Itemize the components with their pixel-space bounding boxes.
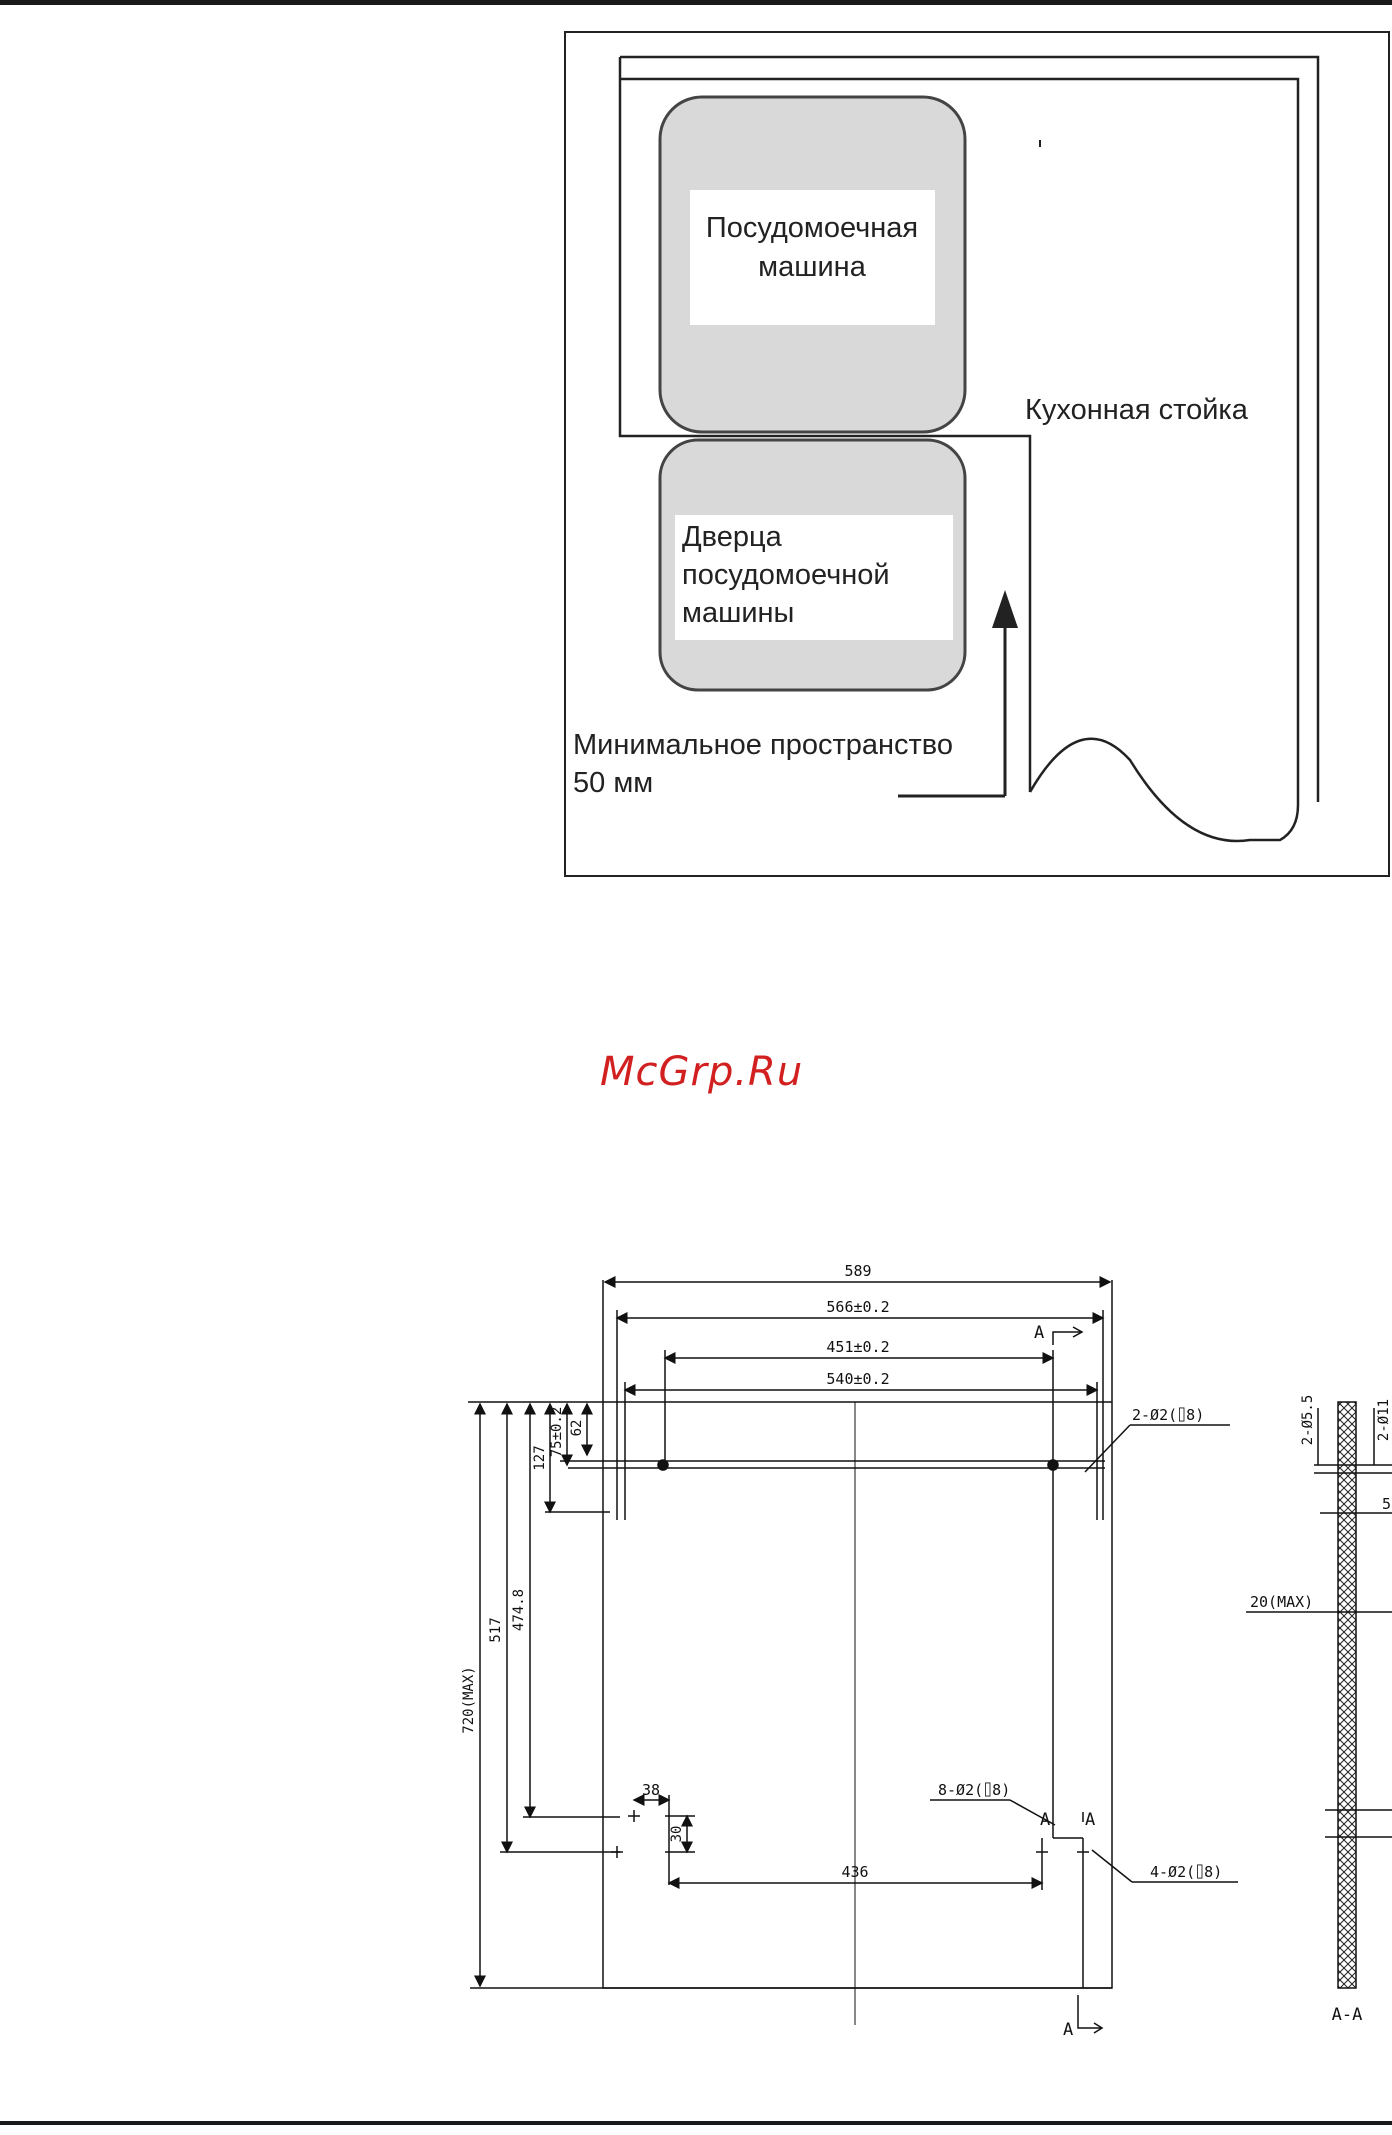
section-a-left: A xyxy=(1040,1810,1050,1830)
section-arrow-bottom xyxy=(1078,1995,1102,2028)
dim-720-label: 720(MAX) xyxy=(461,1666,477,1733)
section-aa-label: A-A xyxy=(1332,2005,1363,2025)
dim-436-label: 436 xyxy=(841,1863,868,1881)
technical-drawing xyxy=(468,1280,1392,2033)
side-5-label: 5 xyxy=(1382,1495,1391,1513)
bottom-rule xyxy=(0,2121,1392,2125)
screw-hole-left xyxy=(658,1460,668,1470)
dim-38-label: 38 xyxy=(642,1781,660,1799)
min-space-label-line2: 50 мм xyxy=(573,767,653,799)
leader-2 xyxy=(1085,1425,1130,1472)
counter-break-curve xyxy=(1030,739,1298,841)
dim-127-label: 127 xyxy=(532,1445,548,1470)
dim-517-label: 517 xyxy=(488,1617,504,1642)
dim-474-label: 474.8 xyxy=(511,1589,527,1631)
dim-75-label: 75±0.2 xyxy=(549,1407,565,1458)
dim-540-label: 540±0.2 xyxy=(826,1370,889,1388)
dim-566-label: 566±0.2 xyxy=(826,1298,889,1316)
door-label-line2: посудомоечной xyxy=(682,559,890,591)
drawing-labels: 589 566±0.2 451±0.2 540±0.2 720(MAX) 517… xyxy=(461,1262,1392,2040)
dim-62-label: 62 xyxy=(569,1420,585,1437)
watermark: McGrp.Ru xyxy=(600,1049,803,1095)
side-d55-label: 2-Ø5.5 xyxy=(1300,1395,1316,1446)
installation-diagram: Посудомоечная машина Дверца посудомоечно… xyxy=(565,32,1389,876)
hole-8-label: 8-Ø2(⌷8) xyxy=(938,1781,1010,1799)
counter-label: Кухонная стойка xyxy=(1025,394,1249,426)
hole-2-label: 2-Ø2(⌷8) xyxy=(1132,1406,1204,1424)
side-d11-label: 2-Ø11 xyxy=(1376,1399,1392,1441)
dim-589-label: 589 xyxy=(844,1262,871,1280)
hole-4-label: 4-Ø2(⌷8) xyxy=(1150,1863,1222,1881)
min-space-label-line1: Минимальное пространство xyxy=(573,729,953,761)
min-space-arrow-head xyxy=(992,590,1018,628)
door-label-line1: Дверца xyxy=(682,521,783,553)
section-a-top: A xyxy=(1034,1323,1044,1343)
dim-451-label: 451±0.2 xyxy=(826,1338,889,1356)
side-section-hatch xyxy=(1338,1402,1356,1988)
door-label-line3: машины xyxy=(682,597,794,629)
side-20-label: 20(MAX) xyxy=(1250,1593,1313,1611)
dishwasher-label-line1: Посудомоечная xyxy=(706,212,918,244)
section-a-bottom: A xyxy=(1063,2020,1073,2040)
dishwasher-label-line2: машина xyxy=(758,251,867,283)
section-a-right: A xyxy=(1085,1810,1095,1830)
dim-30-label: 30 xyxy=(669,1826,685,1843)
